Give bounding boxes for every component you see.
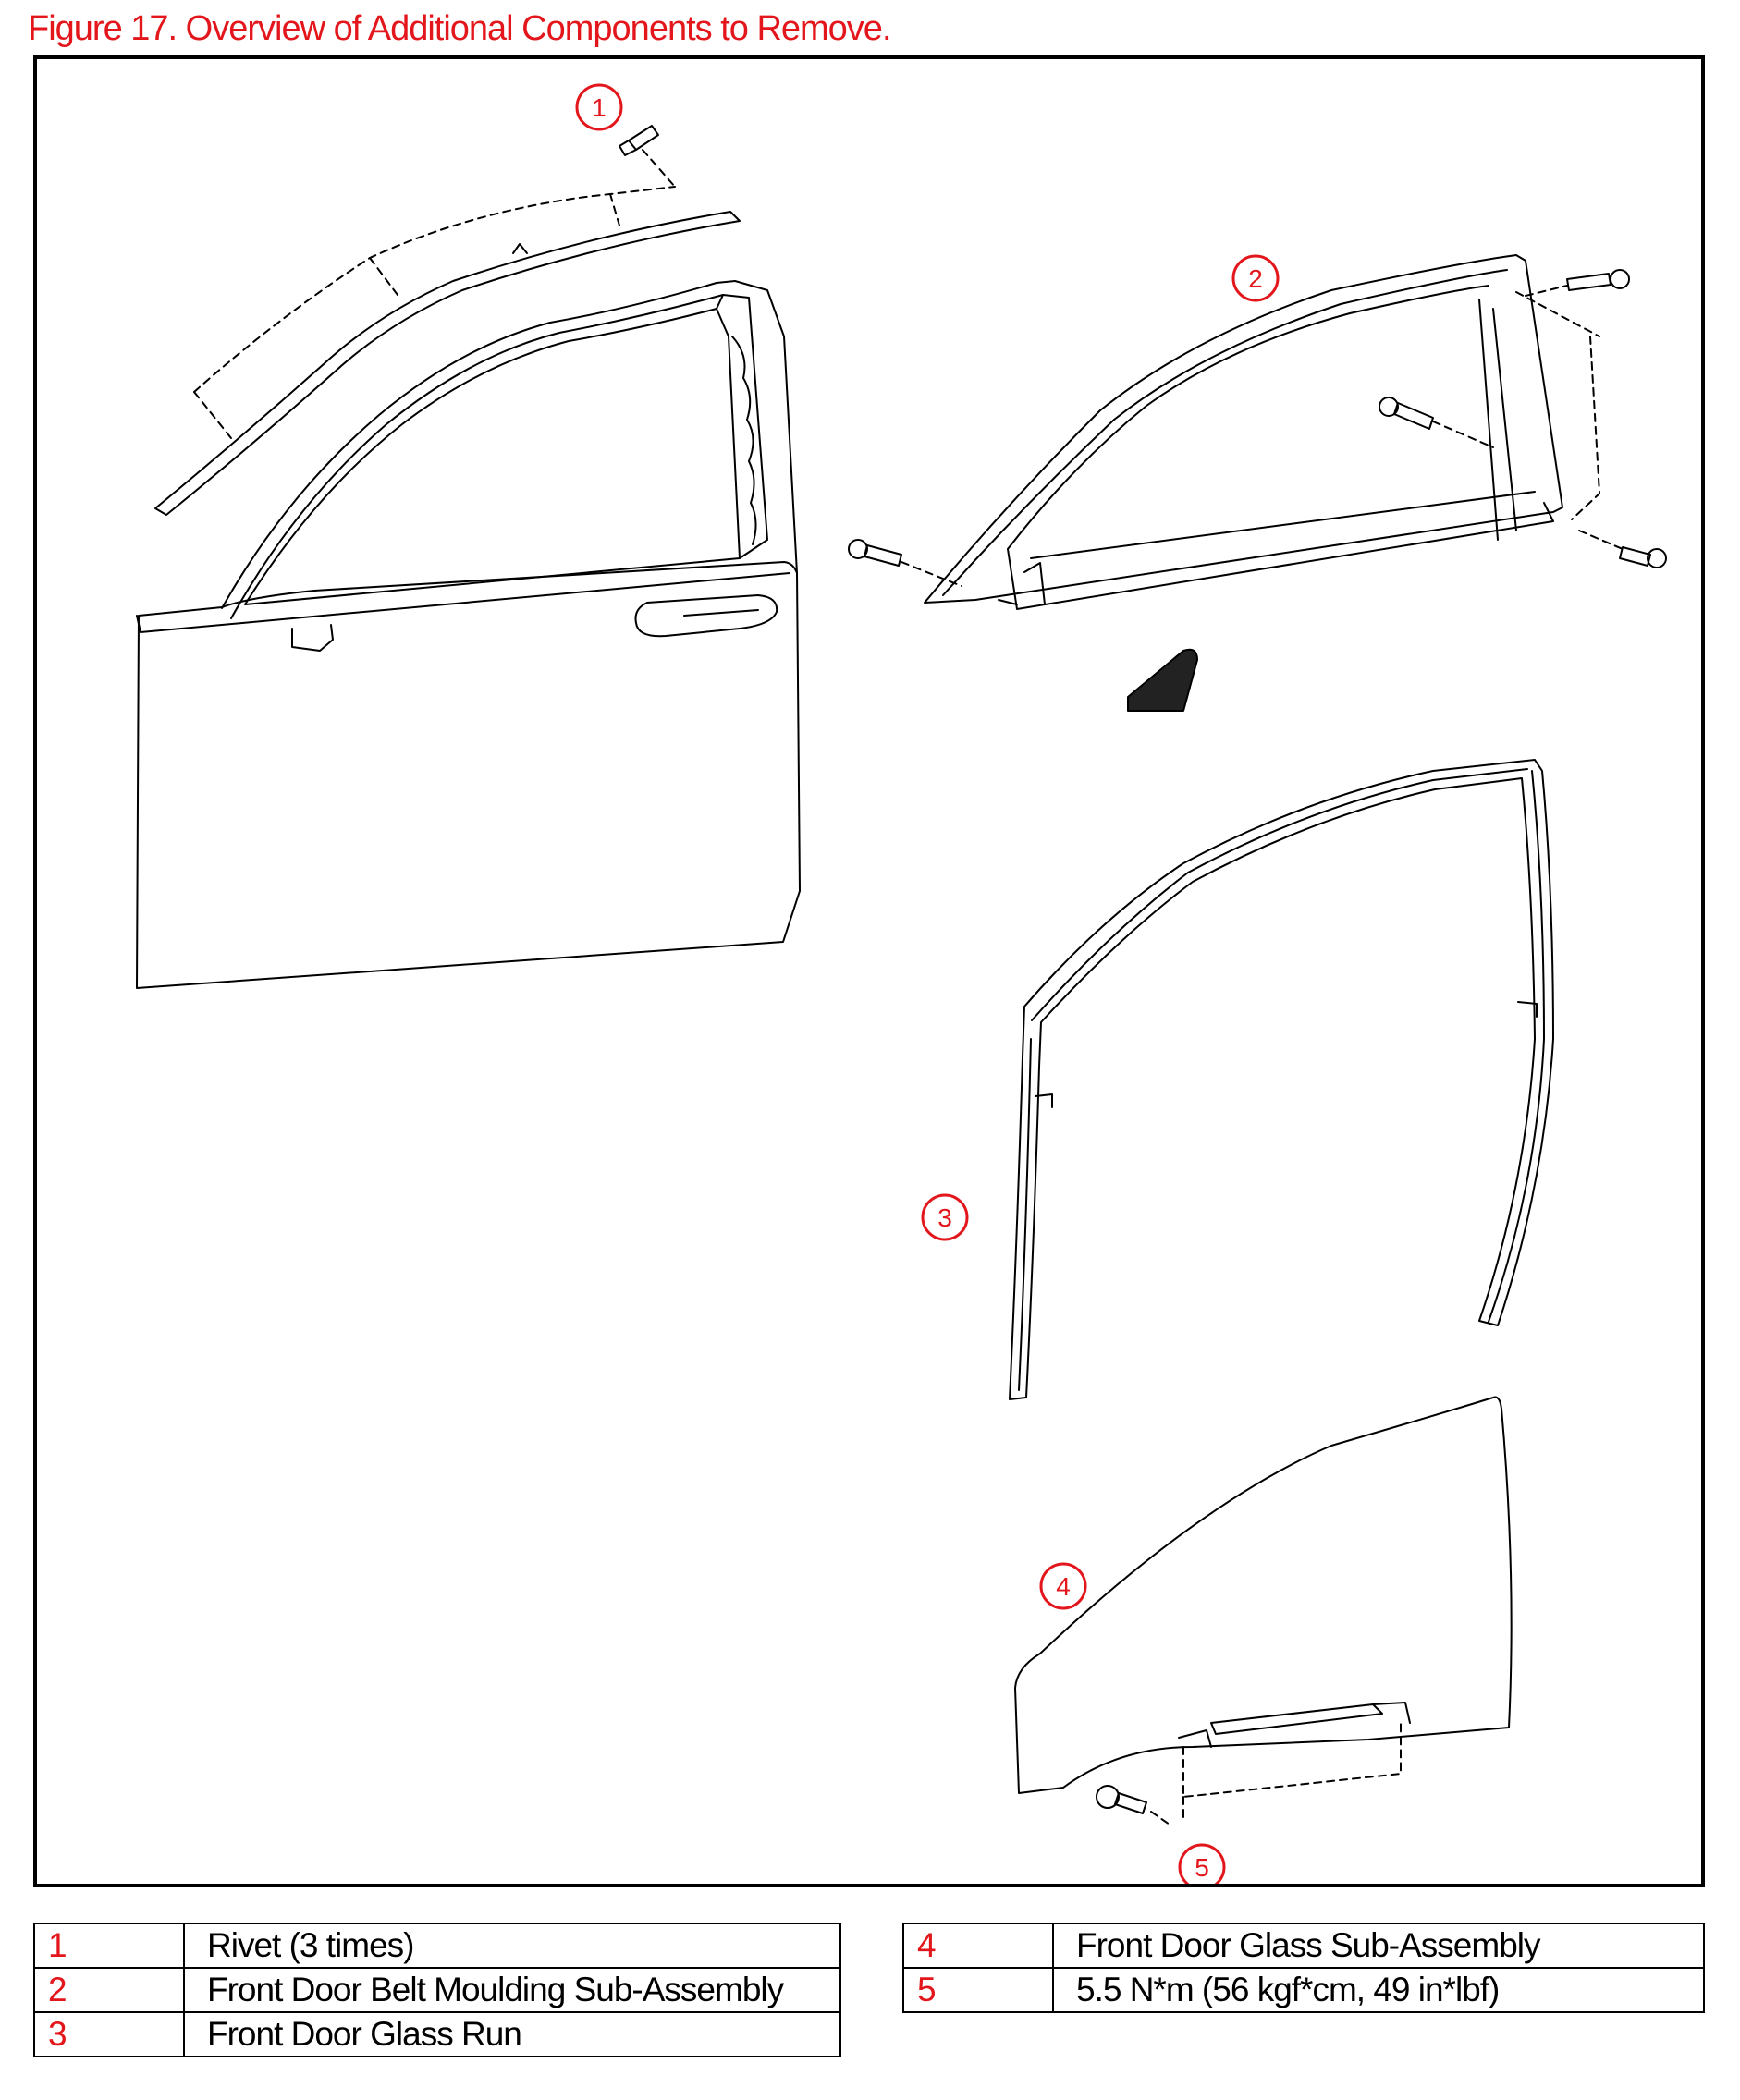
legend-number: 4 (902, 1923, 1054, 1969)
triangle-cover-icon (1127, 648, 1198, 712)
legend-row: 1 Rivet (3 times) (33, 1923, 841, 1969)
belt-moulding-strip (154, 149, 741, 516)
rivet-icon (619, 125, 659, 156)
legend-table-left: 1 Rivet (3 times) 2 Front Door Belt Moul… (33, 1923, 841, 2057)
callout-5: 5 (1195, 1853, 1209, 1882)
legend-row: 2 Front Door Belt Moulding Sub-Assembly (33, 1967, 841, 2013)
front-door-panel (136, 280, 801, 989)
legend-description: Front Door Glass Sub-Assembly (1052, 1923, 1705, 1969)
callout-2: 2 (1248, 264, 1263, 293)
callout-5-circle (1178, 1843, 1226, 1884)
legend-row: 4 Front Door Glass Sub-Assembly (902, 1923, 1705, 1969)
callout-1-circle (575, 83, 623, 131)
bolt-icon-left (848, 539, 962, 587)
legend-description: Front Door Glass Run (183, 2011, 841, 2057)
legend-number: 1 (33, 1923, 185, 1969)
callout-1: 1 (592, 93, 607, 122)
door-glass-panel (1014, 1396, 1513, 1794)
bolt-icon-lower-right (1578, 530, 1667, 568)
legend-table-right: 4 Front Door Glass Sub-Assembly 5 5.5 N*… (902, 1923, 1705, 2013)
legend-number: 3 (33, 2011, 185, 2057)
legend-row: 3 Front Door Glass Run (33, 2011, 841, 2057)
figure-frame: 1 2 3 4 5 (33, 55, 1705, 1887)
exploded-diagram: 1 2 3 4 5 (136, 83, 1667, 1884)
legend-description: 5.5 N*m (56 kgf*cm, 49 in*lbf) (1052, 1967, 1705, 2013)
glass-run-seal (1009, 759, 1554, 1400)
bolt-icon-glass (1096, 1722, 1402, 1825)
bolt-icon-middle (1379, 397, 1494, 448)
legend-row: 5 5.5 N*m (56 kgf*cm, 49 in*lbf) (902, 1967, 1705, 2013)
legend-number: 2 (33, 1967, 185, 2013)
legend-description: Rivet (3 times) (183, 1923, 841, 1969)
callout-4: 4 (1056, 1572, 1071, 1601)
bolt-icon-upper-right (1525, 269, 1630, 297)
legend-number: 5 (902, 1967, 1054, 2013)
callout-3: 3 (937, 1203, 952, 1232)
figure-title: Figure 17. Overview of Additional Compon… (28, 9, 892, 48)
legend-description: Front Door Belt Moulding Sub-Assembly (183, 1967, 841, 2013)
callout-2-circle (1231, 254, 1280, 302)
callout-4-circle (1039, 1562, 1087, 1610)
callout-3-circle (921, 1193, 969, 1241)
belt-moulding-sub-assembly (924, 254, 1600, 610)
